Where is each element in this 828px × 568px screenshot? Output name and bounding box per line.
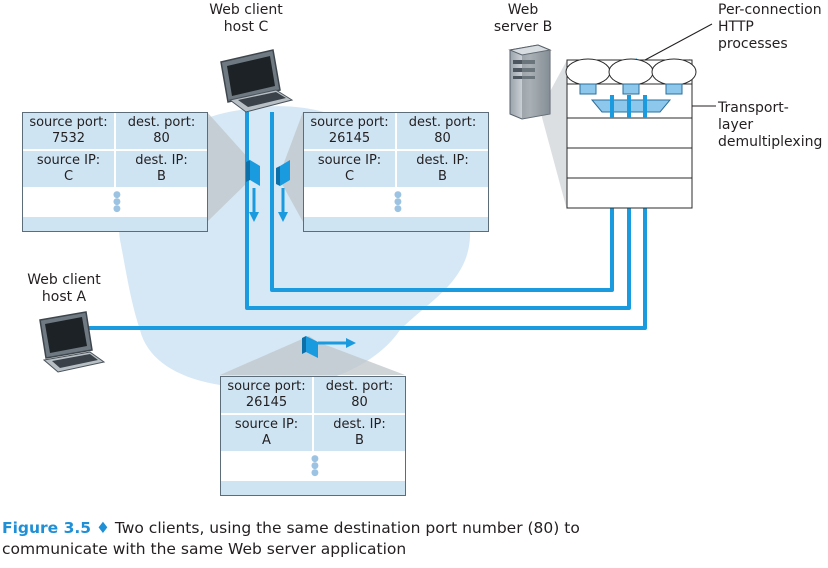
http-process-2 — [608, 58, 654, 86]
callout-shadow-bottom — [220, 336, 405, 375]
label-host-a-line2: host A — [41, 289, 87, 305]
ellipsis-dots: ●●● — [23, 189, 207, 217]
caption-diamond-icon: ♦ — [95, 519, 110, 537]
cell-dst-port: dest. port:80 — [127, 115, 196, 146]
figure-caption: Figure 3.5 ♦ Two clients, using the same… — [2, 518, 826, 560]
http-process-3 — [651, 58, 697, 86]
packet-bottom — [302, 336, 356, 358]
label-per-connection: Per-connection HTTP processes — [718, 2, 822, 53]
caption-line2: communicate with the same Web server app… — [2, 540, 407, 558]
cell-dst-port: dest. port:80 — [408, 115, 477, 146]
callout-shadow-left — [207, 112, 250, 222]
segment-table-right: source port:26145 dest. port:80 source I… — [303, 112, 489, 232]
label-server-b: Web server B — [478, 2, 568, 36]
socket-2 — [622, 83, 640, 95]
host-a-computer-icon — [39, 311, 106, 373]
label-transport-line3: demultiplexing — [718, 134, 823, 150]
cell-src-port: source port:7532 — [23, 113, 116, 149]
label-per-connection-line1: Per-connection — [718, 2, 822, 18]
socket-3 — [665, 83, 683, 95]
label-host-c-line2: host C — [223, 19, 269, 35]
server-protocol-stack — [565, 58, 697, 209]
host-c-computer-icon — [220, 49, 294, 113]
cell-dst-ip: dest. IP:B — [416, 153, 469, 184]
label-per-connection-line3: processes — [718, 36, 788, 52]
caption-figure-number: Figure 3.5 — [2, 519, 92, 537]
label-host-a: Web client host A — [14, 272, 114, 306]
label-host-c: Web client host C — [196, 2, 296, 36]
table-footer-row — [304, 217, 488, 231]
cell-dst-ip: dest. IP:B — [135, 153, 188, 184]
segment-table-left: source port:7532 dest. port:80 source IP… — [22, 112, 208, 232]
http-process-1 — [565, 58, 611, 86]
leader-per-connection — [644, 23, 713, 61]
packet-left — [246, 160, 260, 222]
caption-line1: Two clients, using the same destination … — [109, 519, 580, 537]
segment-table-bottom: source port:26145 dest. port:80 source I… — [220, 376, 406, 496]
label-server-b-line1: Web — [507, 2, 539, 18]
packet-right — [276, 160, 290, 222]
ellipsis-dots: ●●● — [304, 189, 488, 217]
cell-src-port: source port:26145 — [304, 113, 397, 149]
socket-1 — [579, 83, 597, 95]
label-server-b-line2: server B — [493, 19, 553, 35]
cell-src-ip: source IP:A — [221, 415, 314, 451]
table-footer-row — [23, 217, 207, 231]
label-host-a-line1: Web client — [27, 272, 101, 288]
ellipsis-dots: ●●● — [221, 453, 405, 481]
cell-src-ip: source IP:C — [304, 151, 397, 187]
server-b-icon — [508, 44, 552, 120]
cell-dst-port: dest. port:80 — [325, 379, 394, 410]
label-host-c-line1: Web client — [209, 2, 283, 18]
label-transport-line1: Transport- — [718, 100, 789, 116]
cell-src-ip: source IP:C — [23, 151, 116, 187]
cell-src-port: source port:26145 — [221, 377, 314, 413]
table-footer-row — [221, 481, 405, 495]
label-transport-line2: layer — [718, 117, 754, 133]
callout-shadow-right — [282, 112, 303, 222]
cell-dst-ip: dest. IP:B — [333, 417, 386, 448]
label-transport-demux: Transport- layer demultiplexing — [718, 100, 822, 151]
label-per-connection-line2: HTTP — [718, 19, 754, 35]
